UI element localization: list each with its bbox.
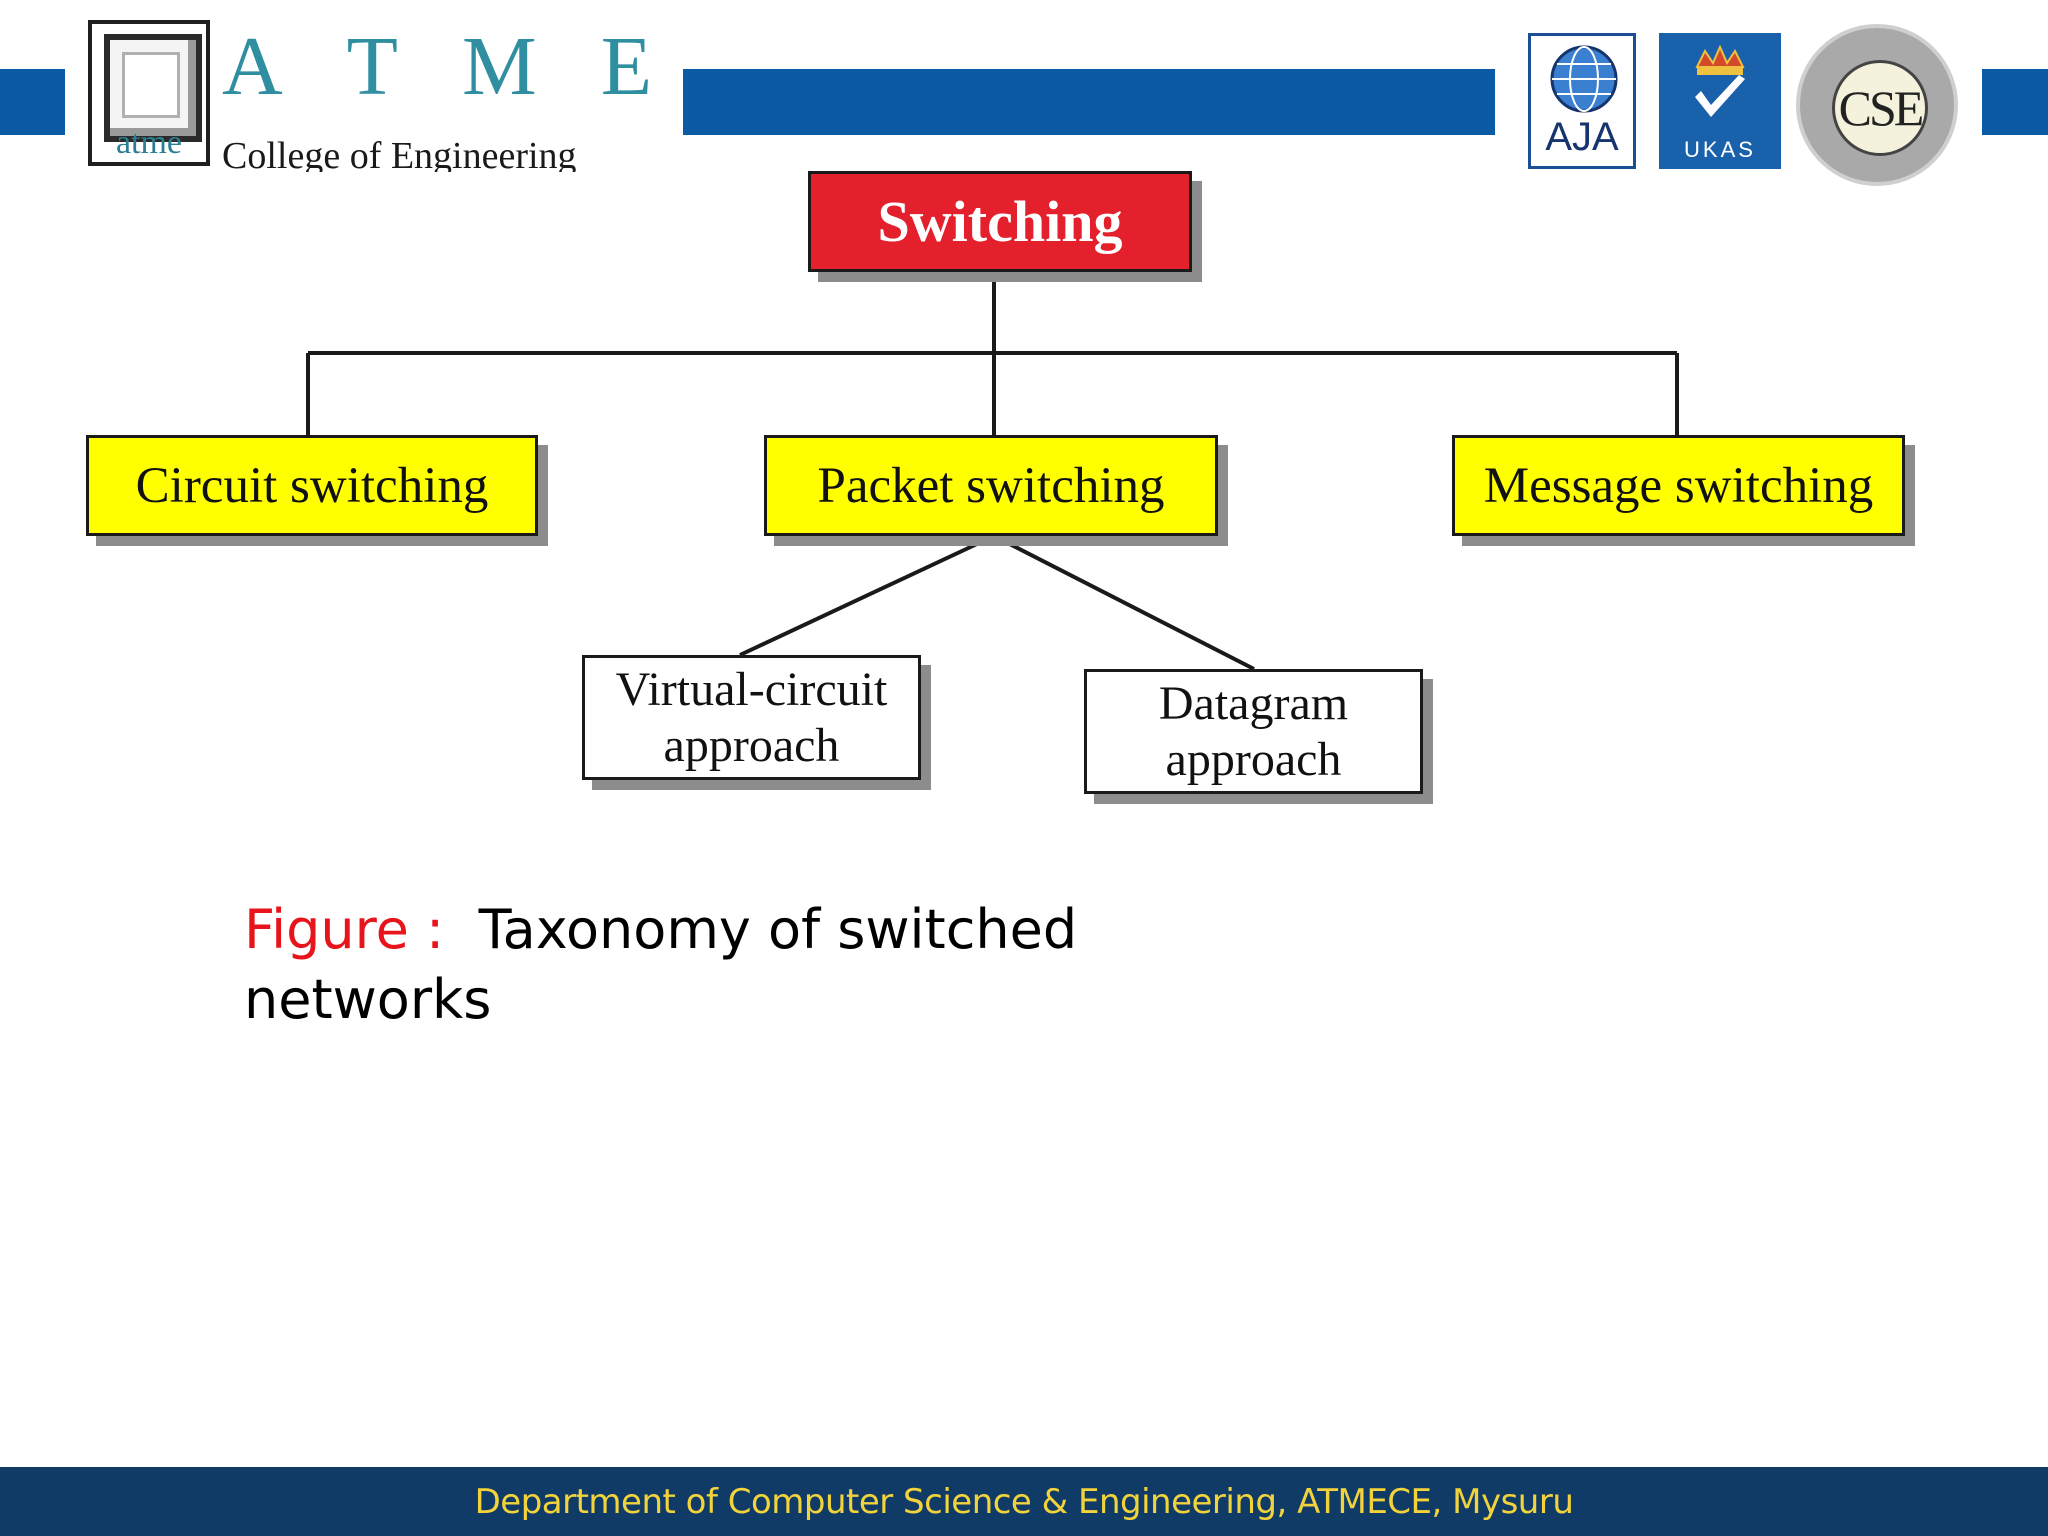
college-logo-mark: atme bbox=[88, 20, 210, 166]
figure-caption-label: Figure : bbox=[244, 898, 445, 961]
node-message-switching-label: Message switching bbox=[1483, 457, 1874, 514]
brand-letter: M bbox=[461, 20, 537, 113]
logo-frame-icon bbox=[104, 34, 202, 142]
node-switching-label: Switching bbox=[877, 189, 1123, 254]
node-datagram-approach: Datagram approach bbox=[1084, 669, 1423, 794]
aja-certification-badge: AJA bbox=[1528, 33, 1636, 169]
cse-department-seal: CSE bbox=[1796, 24, 1958, 186]
globe-icon bbox=[1550, 45, 1618, 113]
college-name-letters: A T M E bbox=[222, 22, 652, 112]
brand-letter: A bbox=[222, 20, 283, 113]
node-virtual-circuit-approach: Virtual-circuit approach bbox=[582, 655, 921, 780]
node-circuit-switching-label: Circuit switching bbox=[135, 457, 489, 514]
connector-to-datagram bbox=[993, 534, 1255, 671]
cse-seal-label: CSE bbox=[1832, 60, 1928, 156]
header-band-left bbox=[0, 69, 65, 135]
node-datagram-label: Datagram approach bbox=[1158, 676, 1349, 786]
node-packet-switching-label: Packet switching bbox=[817, 457, 1165, 514]
header-band-right bbox=[1982, 69, 2048, 135]
footer-department-text: Department of Computer Science & Enginee… bbox=[474, 1481, 1574, 1522]
node-message-switching: Message switching bbox=[1452, 435, 1905, 536]
node-circuit-switching: Circuit switching bbox=[86, 435, 538, 536]
aja-badge-label: AJA bbox=[1545, 115, 1619, 159]
logo-mark-text: atme bbox=[115, 124, 183, 161]
footer-bar: Department of Computer Science & Enginee… bbox=[0, 1467, 2048, 1536]
brand-letter: T bbox=[346, 20, 398, 113]
brand-letter: E bbox=[600, 20, 652, 113]
node-switching: Switching bbox=[808, 171, 1192, 272]
header-band-middle bbox=[683, 69, 1495, 135]
ukas-certification-badge: UKAS bbox=[1659, 33, 1781, 169]
figure-caption: Figure : Taxonomy of switched networks bbox=[244, 895, 1144, 1035]
node-virtual-circuit-label: Virtual-circuit approach bbox=[615, 662, 888, 772]
figure-caption-text: Taxonomy of switched networks bbox=[244, 898, 1078, 1031]
node-packet-switching: Packet switching bbox=[764, 435, 1218, 536]
crown-check-icon bbox=[1695, 44, 1745, 117]
connector-to-virtual bbox=[739, 534, 995, 657]
college-subtitle: College of Engineering bbox=[222, 135, 577, 172]
ukas-badge-label: UKAS bbox=[1684, 137, 1756, 162]
